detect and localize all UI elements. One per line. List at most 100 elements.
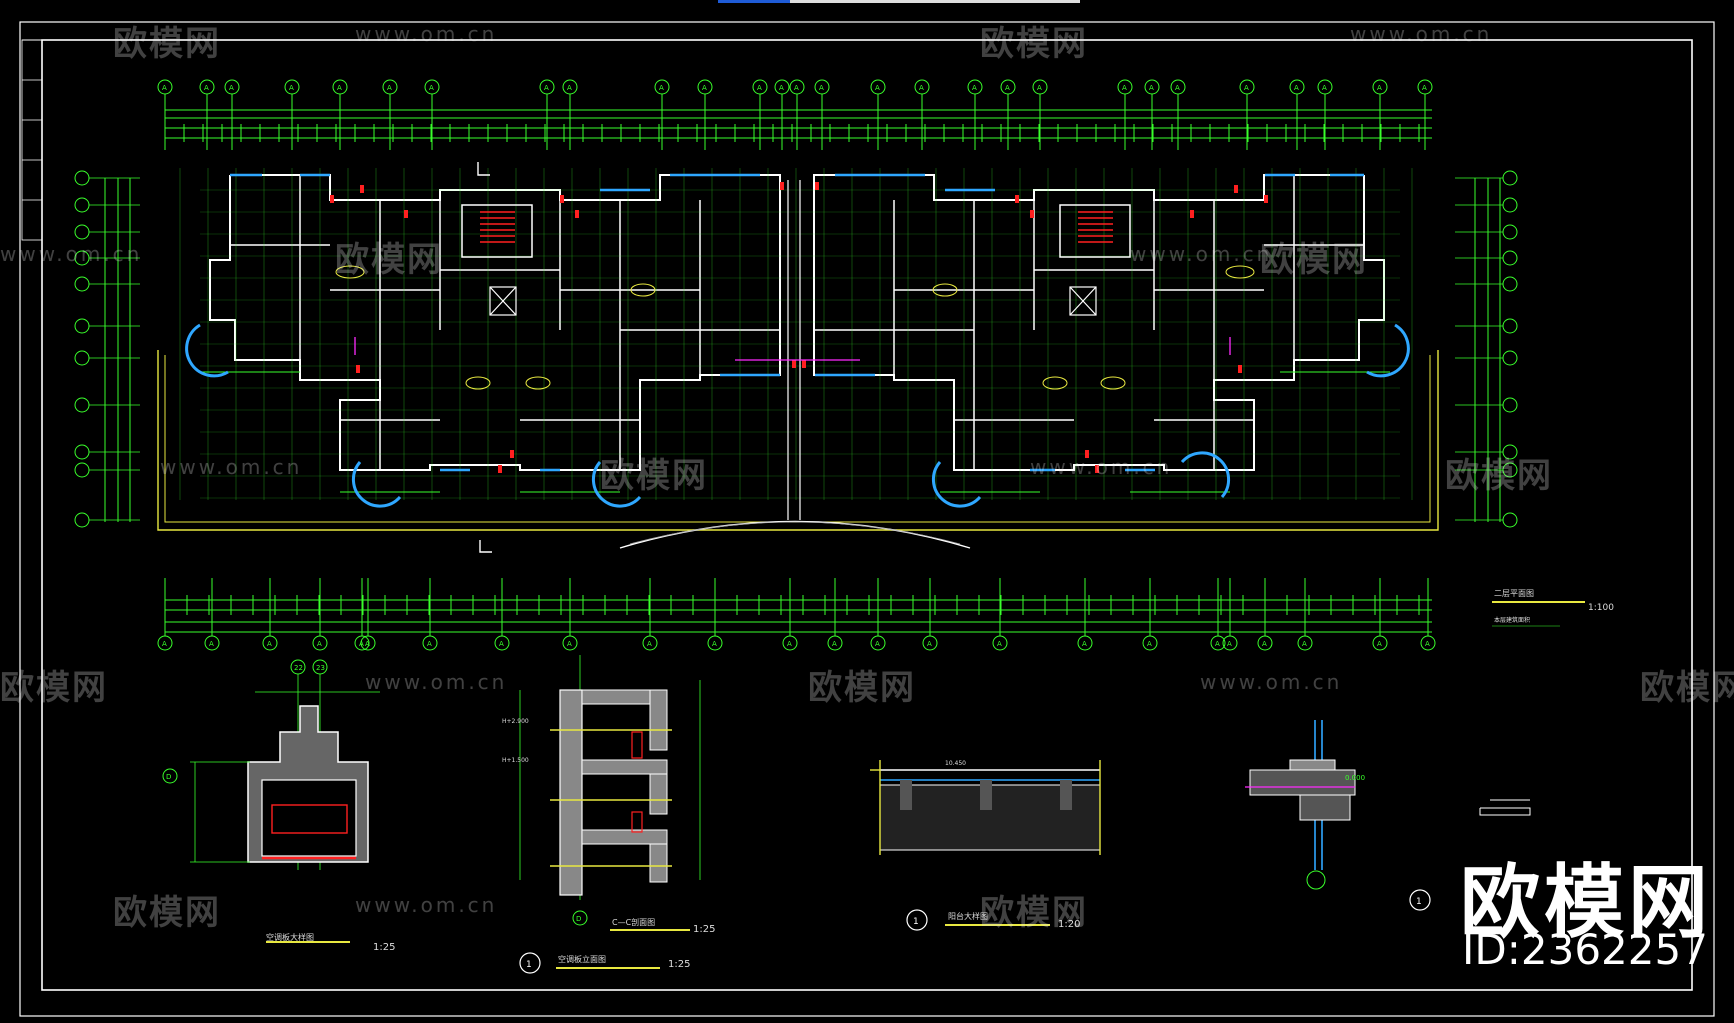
axis-bubble-top [1000, 79, 1016, 95]
axis-d-1: D [166, 773, 171, 781]
axis-bubble-left [74, 462, 90, 478]
plan-scale: 1:100 [1588, 603, 1614, 613]
axis-bubble-top [752, 79, 768, 95]
interior-grid [179, 168, 1413, 500]
unit-tags [335, 265, 1255, 390]
axis-bubble-bottom [642, 635, 658, 651]
axis-bubble-top [562, 79, 578, 95]
axis-bubble-left [74, 444, 90, 460]
axis-bubble-bottom [562, 635, 578, 651]
elev-h2: H+1.500 [502, 757, 529, 764]
axis-bubble-bottom [707, 635, 723, 651]
axis-bubble-top [1239, 79, 1255, 95]
detail-balcony: 10.450 1 阳台大样图 1:20 [870, 760, 1101, 931]
plan-title-block: 二层平面图 1:100 本层建筑面积 [1492, 589, 1614, 627]
axis-bubble-label: A [972, 84, 977, 92]
axis-bubble-label: A [427, 640, 432, 648]
axis-bubble-bottom [922, 635, 938, 651]
inner-border [41, 39, 1693, 991]
axis-bubble-right [1502, 170, 1518, 186]
axis-bubble-label: A [567, 84, 572, 92]
axis-bubble-top [199, 79, 215, 95]
watermark-badge-brand: 欧模网 [1460, 856, 1712, 949]
axis-bubble-label: A [1377, 84, 1382, 92]
axis-bubble-label: A [544, 84, 549, 92]
axis-bubble-label: A [1175, 84, 1180, 92]
axis-bubble-label: A [162, 640, 167, 648]
viewer-tab-active[interactable] [718, 0, 790, 3]
detail-4-title: 阳台大样图 [948, 911, 988, 921]
axis-bubble-label: A [209, 640, 214, 648]
elev-h1: H+2.900 [502, 718, 529, 725]
axis-bubble-right [1502, 350, 1518, 366]
slab-outline [157, 350, 1439, 531]
top-dimension-lines [165, 109, 1432, 139]
axis-bubble-top [284, 79, 300, 95]
axis-bubble-label: A [429, 84, 434, 92]
elevators [489, 286, 1097, 316]
magenta-marks [354, 337, 1231, 361]
axis-bubble-top [789, 79, 805, 95]
axis-bubble-label: A [757, 84, 762, 92]
axis-bubble-label: A [387, 84, 392, 92]
axis-bubble-label: A [1244, 84, 1249, 92]
axis-bubble-label: A [1215, 640, 1220, 648]
axis-bubble-left [74, 318, 90, 334]
axis-bubble-bottom [1142, 635, 1158, 651]
axis-bubble-top [697, 79, 713, 95]
axis-bubble-label: A [289, 84, 294, 92]
detail-1-scale: 1:25 [373, 942, 395, 953]
axis-d-2: D [576, 915, 581, 923]
axis-bubble-bottom [312, 635, 328, 651]
axis-bubble-label: A [1377, 640, 1382, 648]
detail-2-title: C—C剖面图 [612, 917, 655, 927]
axis-bubble-label: A [1302, 640, 1307, 648]
axis-bubble-label: A [499, 640, 504, 648]
axis-bubble-label: A [787, 640, 792, 648]
axis-bubble-label: A [875, 640, 880, 648]
detail-4-number: 1 [913, 917, 919, 927]
axis-bubble-right [1502, 276, 1518, 292]
title-block-strip [21, 39, 43, 241]
detail-3-number: 1 [526, 960, 532, 970]
axis-bubble-bottom [1257, 635, 1273, 651]
axis-bubble-left [74, 250, 90, 266]
axis-bubble-label: A [337, 84, 342, 92]
axis-bubble-top [539, 79, 555, 95]
axis-bubble-label: A [997, 640, 1002, 648]
axis-bubble-bottom [1210, 635, 1226, 651]
axis-bubble-label: A [1037, 84, 1042, 92]
axis-bubble-bottom [827, 635, 843, 651]
axis-bubble-top [382, 79, 398, 95]
axis-bubble-label: A [1425, 640, 1430, 648]
axis-bubble-top [157, 79, 173, 95]
axis-bubble-label: A [1147, 640, 1152, 648]
axis-bubble-label: A [267, 640, 272, 648]
viewer-tab-bar [790, 0, 1080, 3]
axis-22: 22 [294, 664, 303, 672]
axis-bubble-right [1502, 224, 1518, 240]
axis-bubble-label: A [1322, 84, 1327, 92]
axis-bubble-top [1372, 79, 1388, 95]
axis-bubble-label: A [204, 84, 209, 92]
axis-23: 23 [316, 664, 325, 672]
axis-bubble-label: A [365, 640, 370, 648]
stair-right [1059, 204, 1131, 258]
elev-level2: 0.000 [1345, 774, 1365, 782]
axis-bubble-top [1144, 79, 1160, 95]
axis-bubble-bottom [262, 635, 278, 651]
axis-bubble-right [1502, 462, 1518, 478]
detail-5-number: 1 [1416, 897, 1422, 907]
axis-bubble-left [74, 276, 90, 292]
axis-bubble-label: A [794, 84, 799, 92]
axis-bubble-right [1502, 444, 1518, 460]
section-marks [477, 162, 492, 553]
axis-bubble-top [332, 79, 348, 95]
detail-2-scale: 1:25 [693, 924, 715, 935]
axis-bubble-label: A [317, 640, 322, 648]
axis-bubble-label: A [1422, 84, 1427, 92]
axis-bubble-top [1317, 79, 1333, 95]
detail-ac-plan: 22 23 D 空调板大样图 1:25 [162, 659, 395, 953]
axis-bubble-top [1032, 79, 1048, 95]
